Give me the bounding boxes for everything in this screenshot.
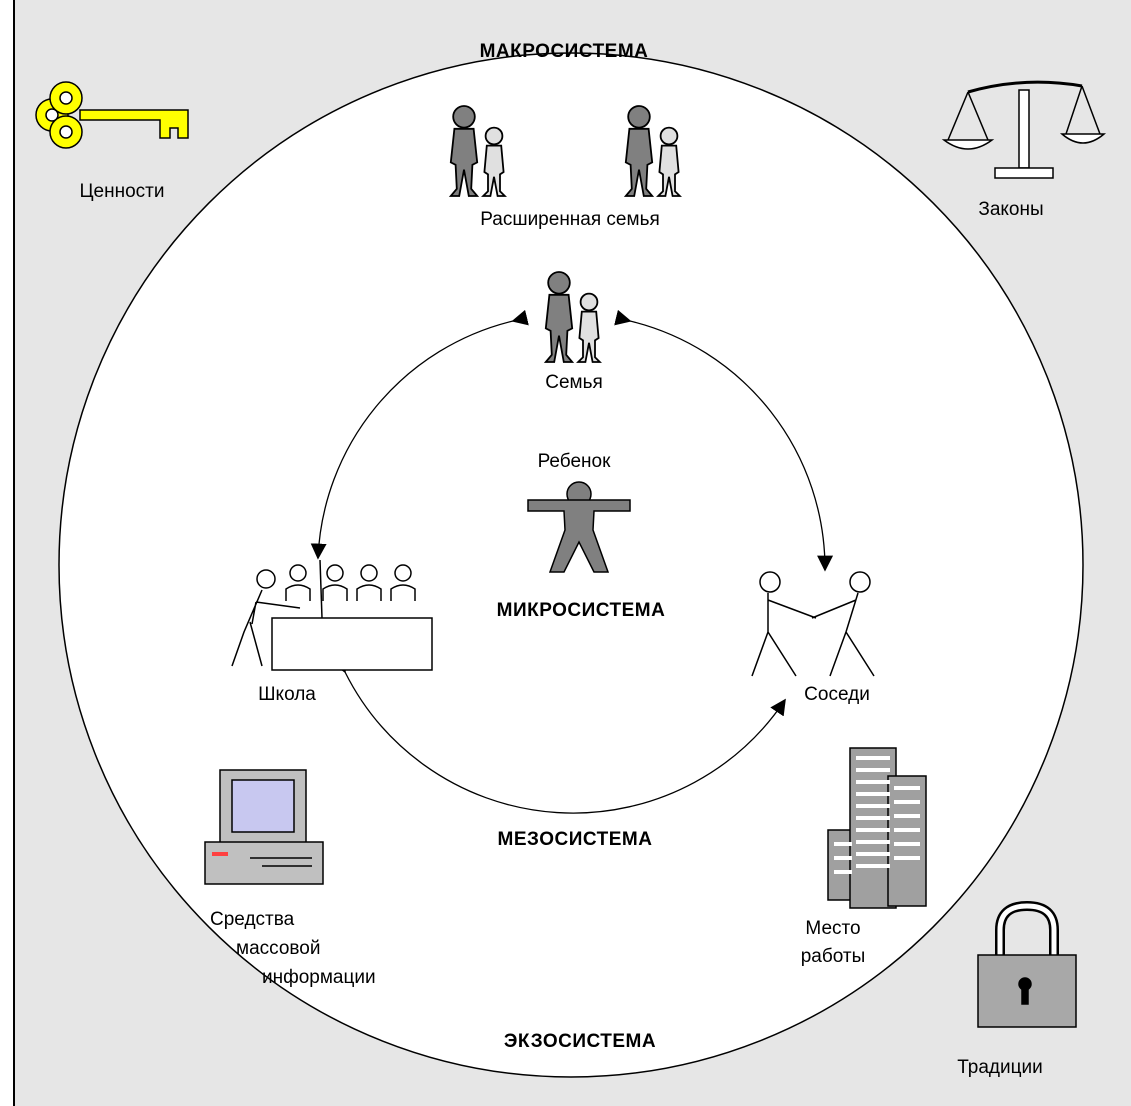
work-label-line2: работы xyxy=(801,946,866,967)
values-label: Ценности xyxy=(80,181,165,202)
neighbors-label: Соседи xyxy=(804,684,870,705)
extended-family-label: Расширенная семья xyxy=(480,209,660,230)
neighbors-icon xyxy=(751,571,875,677)
traditions-label: Традиции xyxy=(957,1057,1042,1078)
scales-icon xyxy=(941,80,1107,179)
computer-icon xyxy=(204,769,324,885)
school-label: Школа xyxy=(258,684,316,705)
school-icon xyxy=(231,559,433,671)
key-icon xyxy=(35,81,189,149)
macrosystem-label: МАКРОСИСТЕМА xyxy=(480,41,649,62)
family-label: Семья xyxy=(545,372,603,393)
arrow-family-school xyxy=(310,309,529,560)
media-label-line1: Средства xyxy=(210,909,295,930)
building-icon xyxy=(827,747,927,909)
work-label-line1: Место xyxy=(805,918,860,939)
mesosystem-label: МЕЗОСИСТЕМА xyxy=(498,829,653,850)
arrow-family-neighbors xyxy=(614,309,834,572)
microsystem-label: МИКРОСИСТЕМА xyxy=(497,600,666,621)
child-icon xyxy=(527,481,631,573)
padlock-icon xyxy=(977,900,1077,1028)
laws-label: Законы xyxy=(978,199,1043,220)
mesosystem-arrows xyxy=(310,309,834,814)
media-label-line2: массовой xyxy=(236,938,320,959)
child-label: Ребенок xyxy=(538,451,611,472)
arrow-school-neighbors xyxy=(331,655,786,814)
outer-system-circle xyxy=(58,52,1084,1078)
media-label-line3: информации xyxy=(262,967,376,988)
exosystem-label: ЭКЗОСИСТЕМА xyxy=(504,1031,656,1052)
